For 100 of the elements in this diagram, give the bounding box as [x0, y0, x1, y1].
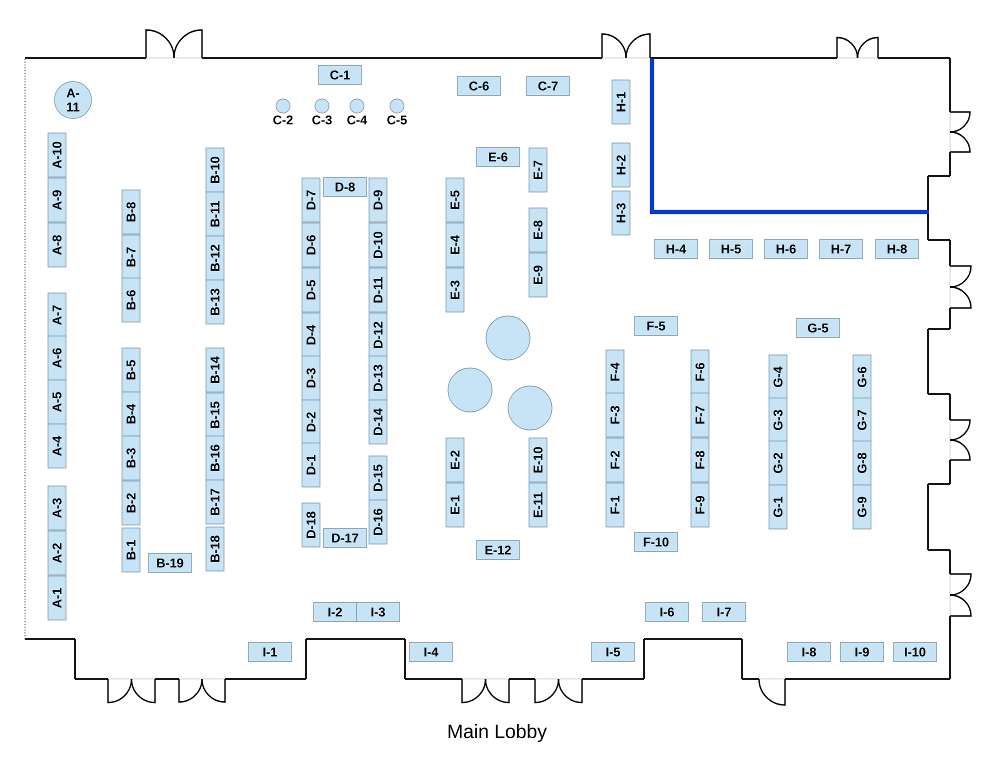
booth: D-18	[302, 502, 320, 548]
booth: A-6	[48, 336, 66, 380]
booth: E-1	[446, 482, 464, 528]
booth: D-1	[302, 442, 320, 488]
booth: G-6	[852, 354, 872, 400]
booth: D-10	[368, 222, 388, 268]
round-table	[448, 368, 492, 412]
booth: A-1	[48, 576, 66, 620]
booth: I-3	[356, 602, 400, 622]
booth: D-17	[323, 528, 367, 548]
booth: I-9	[840, 642, 884, 662]
booth: C-1	[318, 65, 362, 85]
booth: A-7	[48, 292, 66, 338]
booth: F-6	[690, 350, 710, 394]
booth: H-3	[612, 190, 630, 236]
booth: H-5	[709, 239, 753, 259]
booth: I-10	[893, 642, 937, 662]
booth: D-8	[323, 177, 367, 197]
booth: E-12	[476, 540, 520, 560]
booth: B-8	[122, 190, 140, 234]
booth: H-8	[875, 239, 919, 259]
node-label: C-3	[312, 115, 332, 124]
booth: B-5	[122, 348, 140, 392]
booth: B-15	[206, 392, 224, 438]
round-booth: A-11	[54, 81, 92, 119]
booth: A-2	[48, 530, 66, 576]
booth: E-5	[446, 178, 464, 222]
booth: A-3	[48, 486, 66, 530]
booth: A-5	[48, 380, 66, 424]
booth: B-14	[206, 348, 224, 392]
booth: B-10	[206, 148, 224, 192]
booth: H-7	[819, 239, 863, 259]
area-label: Main Lobby	[448, 724, 547, 742]
booth: B-6	[122, 278, 140, 322]
booth: D-6	[302, 222, 320, 268]
booth: D-16	[368, 500, 388, 544]
booth: B-2	[122, 480, 140, 526]
booth: F-8	[690, 438, 710, 482]
booth: D-12	[368, 312, 388, 358]
booth: G-4	[768, 354, 788, 400]
booth: E-9	[528, 252, 548, 298]
booth: G-1	[768, 484, 788, 530]
node-label: C-2	[273, 115, 293, 124]
booth: D-5	[302, 268, 320, 312]
booth: I-1	[248, 642, 292, 662]
booth: G-9	[852, 484, 872, 530]
round-table	[508, 386, 552, 430]
booth: I-7	[702, 602, 746, 622]
booth: B-19	[148, 553, 192, 573]
booth: D-4	[302, 312, 320, 358]
booth: I-5	[591, 642, 635, 662]
booth: H-6	[764, 239, 808, 259]
booth: H-4	[654, 239, 698, 259]
booth: G-8	[852, 440, 872, 486]
booth: B-12	[206, 236, 224, 280]
booth: I-6	[645, 602, 689, 622]
booth: E-2	[446, 438, 464, 482]
booth: D-15	[368, 456, 388, 500]
booth: G-7	[852, 398, 872, 442]
booth: F-7	[690, 392, 710, 438]
booth: D-9	[368, 178, 388, 222]
small-table: C-5	[387, 98, 407, 124]
booth: D-11	[368, 268, 388, 312]
booth: E-4	[446, 222, 464, 268]
booth: H-2	[612, 142, 630, 188]
booth: B-17	[206, 480, 224, 524]
booth: G-2	[768, 440, 788, 486]
booth: D-7	[302, 178, 320, 222]
booth: F-10	[634, 532, 678, 552]
booth: I-4	[409, 642, 453, 662]
booth: A-4	[48, 424, 66, 468]
booth: F-1	[606, 482, 624, 528]
booth: C-7	[526, 76, 570, 96]
booth: B-18	[206, 526, 224, 572]
booth: F-9	[690, 482, 710, 528]
booth: E-3	[446, 268, 464, 312]
booth: B-7	[122, 234, 140, 280]
booth: F-2	[606, 438, 624, 482]
booth: H-1	[612, 80, 630, 124]
booth: B-1	[122, 528, 140, 572]
booth: D-2	[302, 400, 320, 444]
booth: B-4	[122, 392, 140, 436]
booth: B-16	[206, 436, 224, 480]
booth: F-4	[606, 350, 624, 394]
small-table: C-2	[273, 98, 293, 124]
small-table: C-4	[347, 98, 368, 124]
booth: F-3	[606, 392, 624, 438]
booth: I-2	[313, 602, 357, 622]
booth: B-3	[122, 436, 140, 480]
booth: E-7	[528, 148, 548, 192]
booth: A-9	[48, 178, 66, 222]
booth: E-11	[528, 482, 548, 528]
booth: G-5	[796, 318, 840, 338]
booth: A-10	[48, 132, 66, 178]
booth: E-10	[528, 438, 548, 482]
booth: D-14	[368, 400, 388, 444]
node-label: C-4	[347, 115, 368, 124]
booth: D-13	[368, 356, 388, 400]
booth: E-6	[476, 147, 520, 167]
booth: D-3	[302, 356, 320, 400]
